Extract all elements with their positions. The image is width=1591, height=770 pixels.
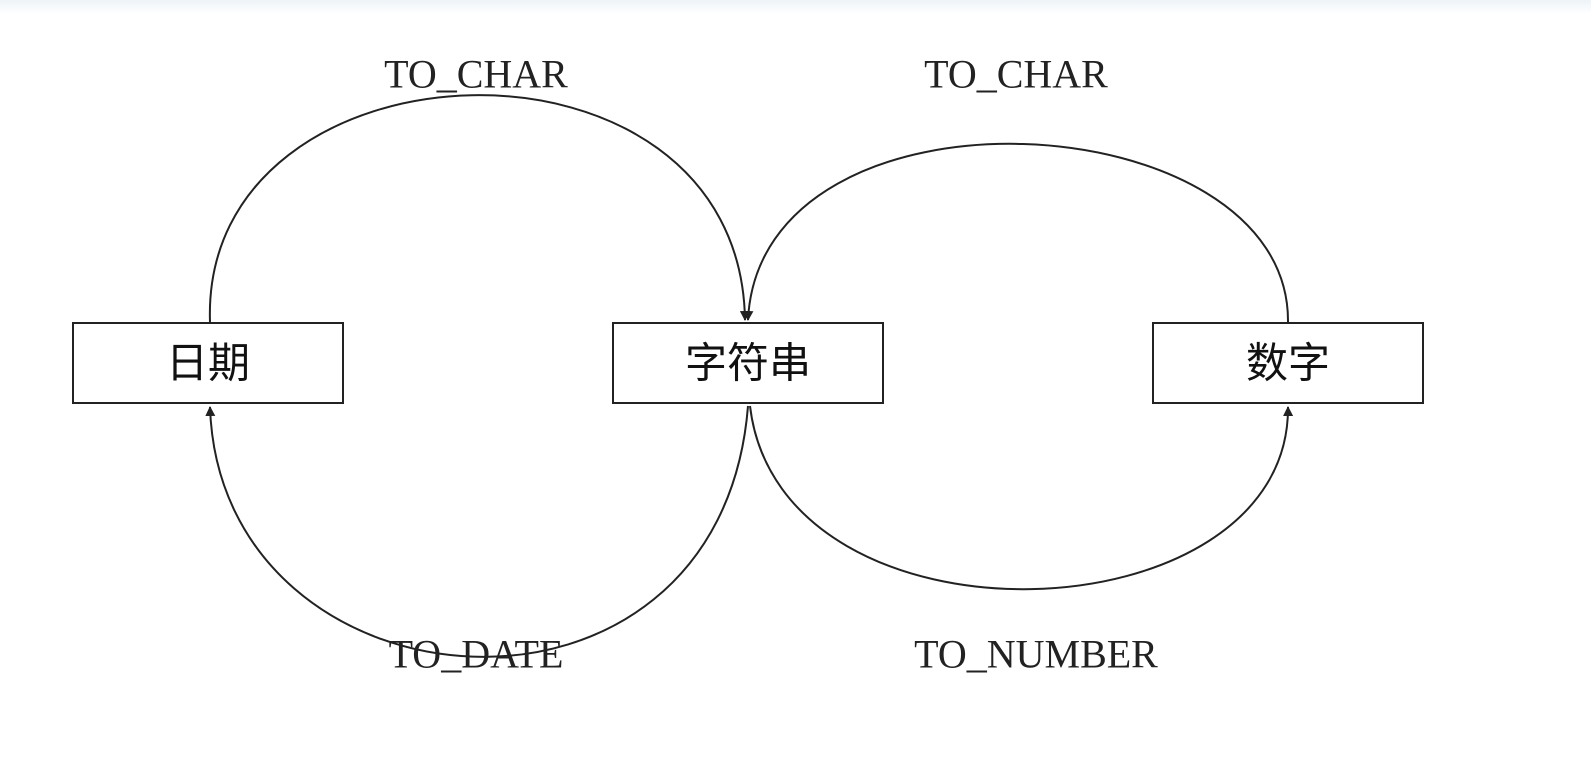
edge-number-to-string (743, 142, 1290, 323)
label-string-to-number: TO_NUMBER (914, 632, 1158, 677)
top-strip (0, 0, 1591, 14)
node-string: 字符串 (612, 322, 884, 404)
node-string-box (612, 322, 884, 404)
node-number: 数字 (1152, 322, 1424, 404)
node-date-box (72, 322, 344, 404)
node-string-label: 字符串 (685, 339, 811, 388)
edge-string-to-number (749, 405, 1294, 591)
node-number-box (1152, 322, 1424, 404)
edge-string-to-date (205, 405, 749, 658)
node-number-label: 数字 (1246, 339, 1330, 388)
node-date: 日期 (72, 322, 344, 404)
label-date-to-string: TO_CHAR (384, 52, 568, 97)
edge-date-to-string (208, 94, 750, 323)
node-date-label: 日期 (166, 339, 250, 388)
label-string-to-date: TO_DATE (389, 632, 564, 677)
label-number-to-string: TO_CHAR (924, 52, 1108, 97)
